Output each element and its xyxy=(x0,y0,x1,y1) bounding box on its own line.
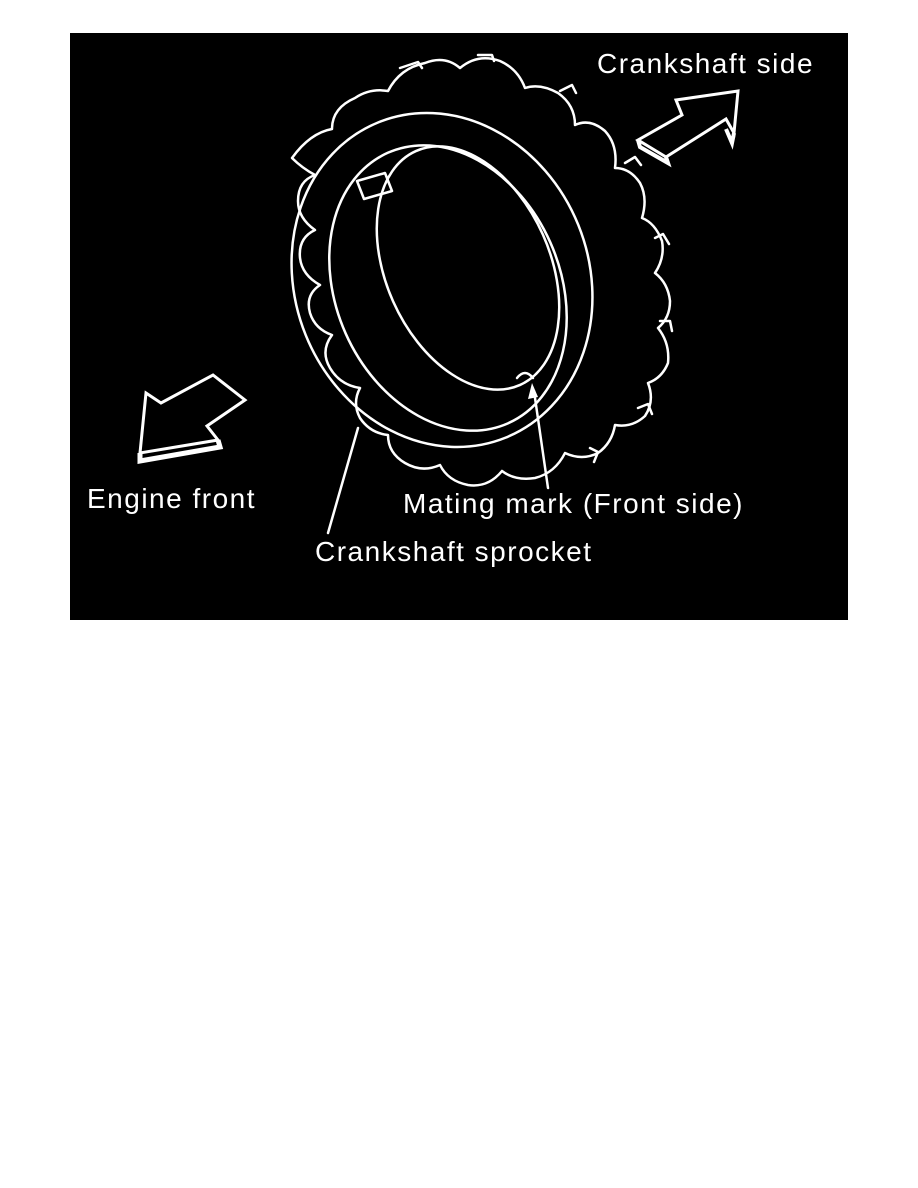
crankshaft-sprocket-label: Crankshaft sprocket xyxy=(315,536,593,567)
diagram-panel: Crankshaft side Engine front Mating mark… xyxy=(70,33,848,620)
hub-inner-ring xyxy=(328,144,568,432)
hub-outer-ring xyxy=(290,111,594,449)
sprocket-teeth xyxy=(290,53,674,487)
mating-mark-notch xyxy=(515,371,535,380)
mating-mark-leader xyxy=(532,389,550,490)
sprocket-illustration xyxy=(137,53,740,535)
engine-front-label: Engine front xyxy=(87,483,256,514)
bore xyxy=(375,145,561,391)
sprocket-leader xyxy=(326,426,360,535)
arrow-up-right-icon xyxy=(635,89,740,168)
keyway xyxy=(355,171,394,201)
crankshaft-side-label: Crankshaft side xyxy=(597,48,815,79)
mating-mark-label: Mating mark (Front side) xyxy=(403,488,744,519)
arrow-down-left-icon xyxy=(137,373,248,464)
